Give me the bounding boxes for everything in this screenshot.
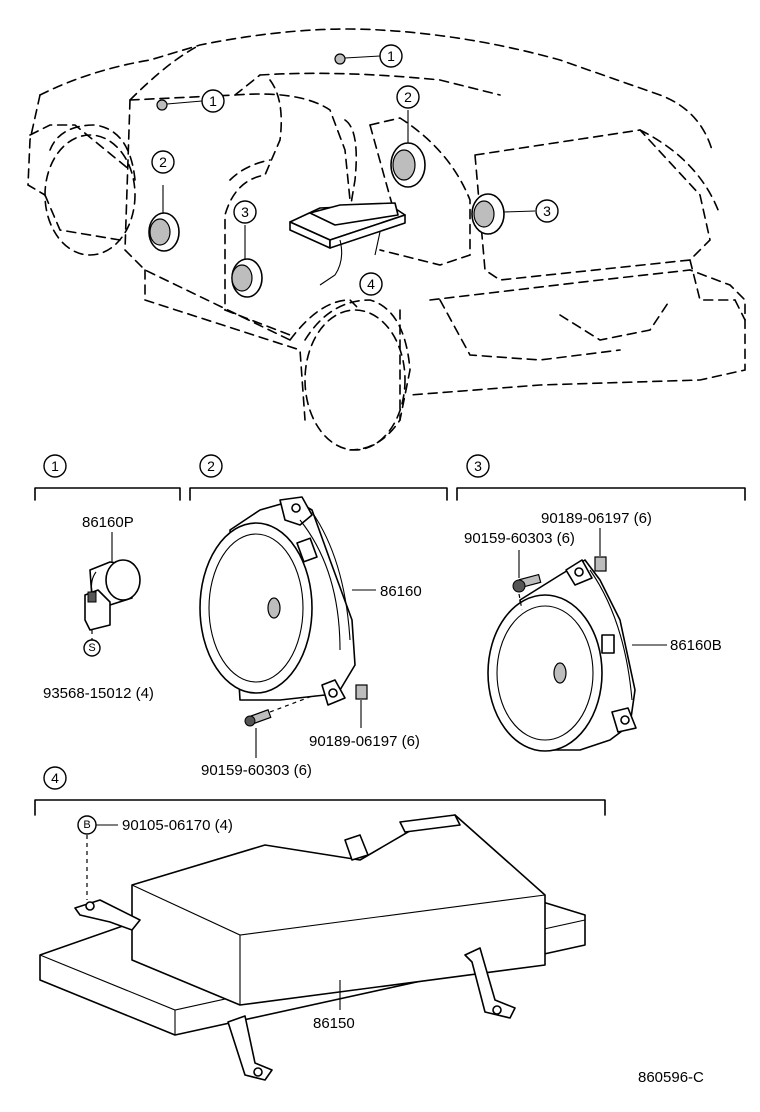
overview-callout-1b: 1	[379, 44, 403, 68]
svg-text:3: 3	[543, 203, 551, 219]
label-86150: 86150	[313, 1015, 355, 1032]
overview-tweeter-front	[156, 99, 203, 111]
label-86160: 86160	[380, 583, 422, 600]
svg-text:1: 1	[51, 458, 59, 474]
svg-text:2: 2	[207, 458, 215, 474]
screw-symbol-B: B	[77, 815, 118, 900]
label-90189-sec3: 90189-06197 (6)	[541, 510, 652, 527]
label-86160P: 86160P	[82, 514, 134, 531]
section-4-header: 4	[34, 766, 606, 816]
svg-text:2: 2	[159, 154, 167, 170]
overview-callout-2a: 2	[151, 150, 175, 174]
overview-callout-2b: 2	[396, 85, 420, 109]
screw-90159-sec2	[244, 694, 316, 758]
svg-text:1: 1	[209, 93, 217, 109]
label-86160B: 86160B	[670, 637, 722, 654]
section-3-header: 3	[456, 454, 746, 501]
overview-amplifier	[289, 202, 406, 286]
overview-speaker-hatch	[471, 193, 536, 235]
speaker-86160	[199, 496, 356, 706]
overview-callout-4: 4	[359, 272, 383, 296]
svg-text:2: 2	[404, 89, 412, 105]
label-93568-15012: 93568-15012 (4)	[43, 685, 154, 702]
section-2-header: 2	[189, 454, 448, 501]
svg-text:1: 1	[387, 48, 395, 64]
clip-90189-sec3	[594, 528, 607, 572]
overview-callout-3a: 3	[233, 200, 257, 224]
overview-speaker-front-door	[148, 185, 180, 252]
vehicle-outline	[27, 28, 746, 451]
overview-speaker-quarter	[390, 110, 426, 188]
overview-callout-3b: 3	[535, 199, 559, 223]
label-90159-sec2: 90159-60303 (6)	[201, 762, 312, 779]
tweeter-86160P	[84, 559, 141, 640]
svg-text:3: 3	[474, 458, 482, 474]
clip-90189-sec2	[355, 684, 368, 728]
svg-text:4: 4	[51, 770, 59, 786]
overview-tweeter-rear	[334, 53, 381, 65]
speaker-86160B	[487, 559, 637, 752]
overview-callout-1a: 1	[201, 89, 225, 113]
label-90189-sec2: 90189-06197 (6)	[309, 733, 420, 750]
label-90105-06170: 90105-06170 (4)	[122, 817, 233, 834]
label-90159-sec3: 90159-60303 (6)	[464, 530, 575, 547]
screw-90159-sec3	[512, 550, 542, 611]
screw-symbol-S: S	[83, 639, 101, 657]
svg-text:B: B	[83, 819, 90, 831]
svg-text:S: S	[88, 642, 95, 654]
diagram-id: 860596-C	[638, 1069, 704, 1086]
overview-speaker-rear-door	[231, 225, 263, 298]
svg-text:4: 4	[367, 276, 375, 292]
amplifier-86150	[39, 814, 586, 1081]
svg-text:3: 3	[241, 204, 249, 220]
section-1-header: 1	[34, 454, 181, 501]
